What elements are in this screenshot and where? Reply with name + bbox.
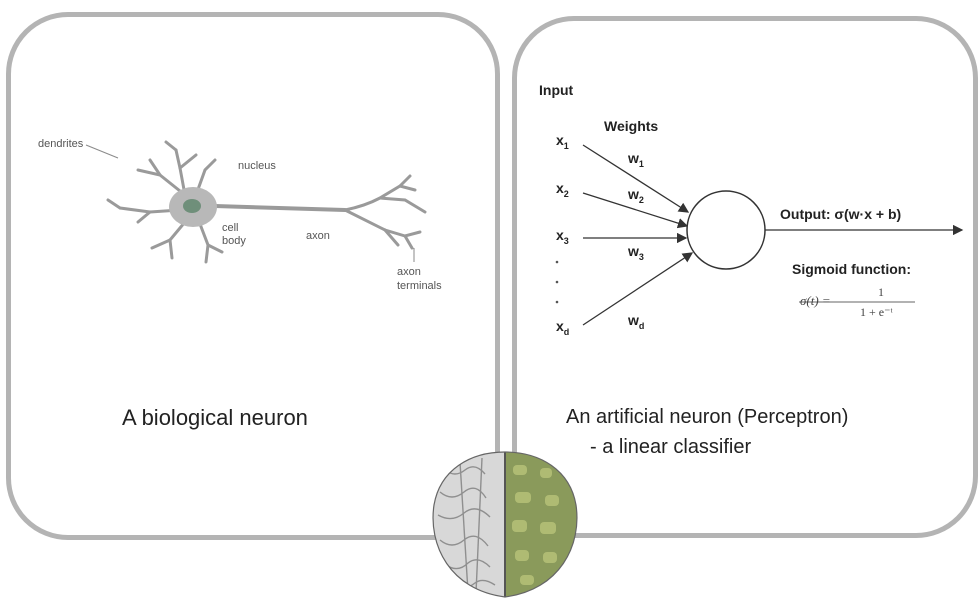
brain-image	[0, 0, 980, 599]
